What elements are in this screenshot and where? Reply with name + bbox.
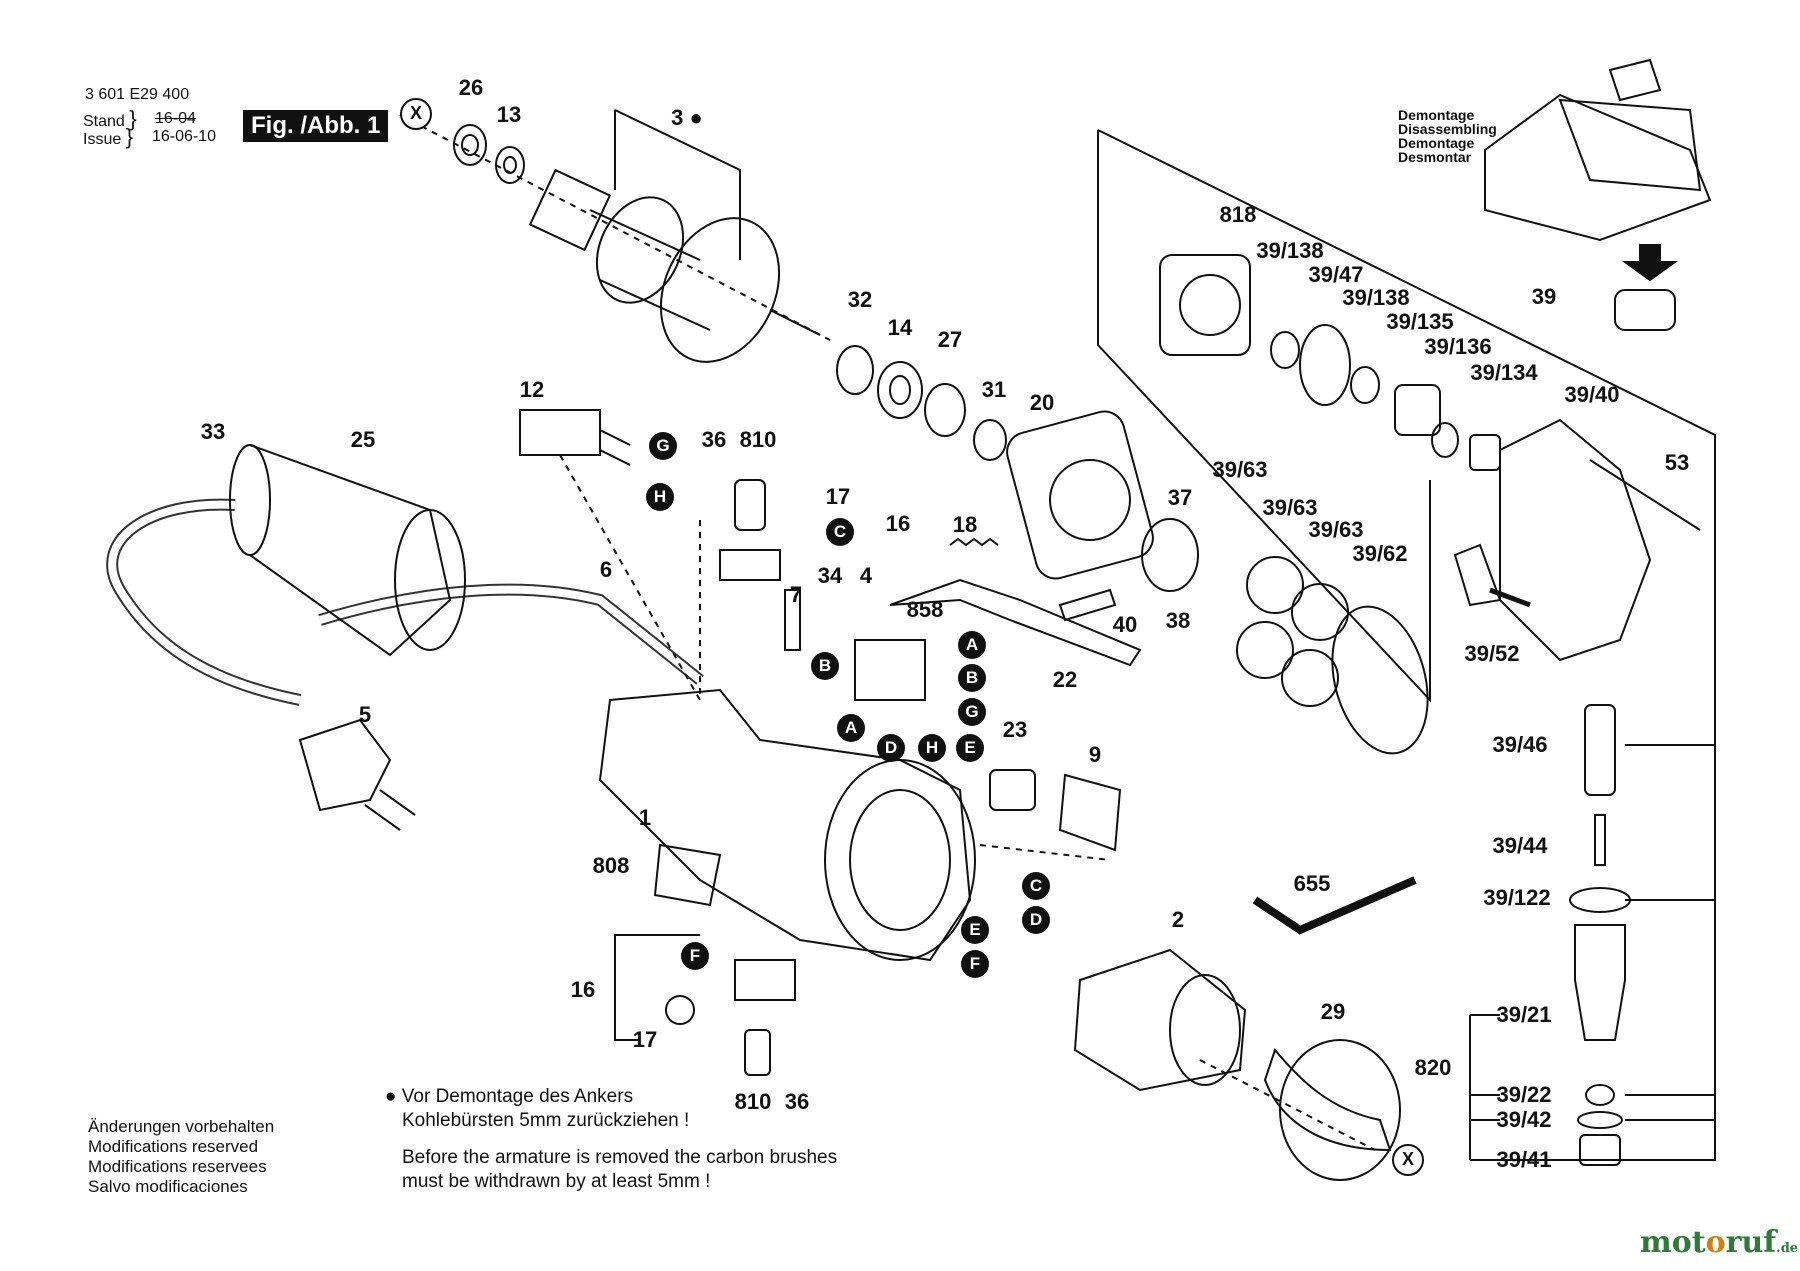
part-label: 31 [981, 377, 1007, 402]
connector-marker: F [681, 942, 709, 970]
part-label: 38 [1165, 608, 1191, 633]
part-label: 810 [739, 427, 777, 452]
connector-marker: H [646, 483, 674, 511]
connector-marker: D [1022, 906, 1050, 934]
part-label: 6 [599, 557, 613, 582]
part-label: 32 [847, 287, 873, 312]
part-label: 7 [789, 582, 803, 607]
note-english: Before the armature is removed the carbo… [402, 1147, 838, 1192]
part-number: 3 601 E29 400 [85, 86, 190, 103]
part-label: 820 [1414, 1055, 1452, 1080]
part-label: 36 [784, 1089, 810, 1114]
connector-marker: E [956, 734, 984, 762]
connector-marker: A [958, 631, 986, 659]
part-label: 39/41 [1496, 1147, 1552, 1172]
part-label: 27 [937, 327, 963, 352]
part-label: 3 ● [671, 105, 703, 130]
part-label: 16 [885, 511, 911, 536]
part-label: 39/40 [1564, 382, 1620, 407]
part-label: 39 [1531, 284, 1557, 309]
part-label: 808 [592, 853, 630, 878]
issue-label: Issue } [83, 124, 134, 149]
part-label: 858 [906, 597, 944, 622]
part-label: 29 [1320, 999, 1346, 1024]
x-marker-bottom: X [1392, 1144, 1424, 1176]
part-label: 39/52 [1464, 641, 1520, 666]
armature-shape [528, 168, 821, 363]
brand-logo: motoruf.de [1640, 1225, 1799, 1260]
x-marker-top: X [400, 98, 432, 130]
part-label: 18 [952, 512, 978, 537]
connector-marker: A [837, 714, 865, 742]
part-label: 39/21 [1496, 1002, 1552, 1027]
part-label: 4 [859, 563, 873, 588]
connector-marker: G [649, 432, 677, 460]
part-label: 810 [734, 1089, 772, 1114]
part-label: 23 [1002, 717, 1028, 742]
connector-marker: G [958, 698, 986, 726]
connector-marker: F [961, 950, 989, 978]
connector-marker: D [877, 734, 905, 762]
part-label: 39/135 [1386, 309, 1454, 334]
stand-value: 16-04 [155, 110, 196, 127]
part-label: 39/138 [1256, 238, 1324, 263]
part-label: 17 [632, 1027, 658, 1052]
part-label: 13 [496, 102, 522, 127]
connector-marker: B [958, 664, 986, 692]
figure-badge: Fig. /Abb. 1 [243, 110, 389, 142]
part-label: 39/47 [1308, 262, 1364, 287]
part-label: 40 [1112, 612, 1138, 637]
connector-marker: B [811, 652, 839, 680]
part-label: 33 [200, 419, 226, 444]
part-label: 39/63 [1308, 517, 1364, 542]
part-label: 34 [817, 563, 843, 588]
part-label: 25 [350, 427, 376, 452]
part-label: 39/62 [1352, 541, 1408, 566]
part-label: 39/63 [1212, 457, 1268, 482]
part-label: 14 [887, 315, 913, 340]
connector-marker: C [1022, 872, 1050, 900]
part-label: 39/134 [1470, 360, 1538, 385]
connector-marker: H [918, 734, 946, 762]
part-label: 39/63 [1262, 495, 1318, 520]
issue-value: 16-06-10 [152, 128, 217, 145]
part-label: 39/136 [1424, 334, 1492, 359]
part-label: 39/22 [1496, 1082, 1552, 1107]
connector-marker: C [826, 518, 854, 546]
part-label: 818 [1219, 202, 1257, 227]
part-label: 9 [1088, 742, 1102, 767]
part-label: 39/46 [1492, 732, 1548, 757]
part-label: 17 [825, 484, 851, 509]
part-label: 22 [1052, 667, 1078, 692]
part-label: 39/122 [1483, 885, 1551, 910]
note-german: ● Vor Demontage des Ankers Kohlebürsten … [385, 1086, 690, 1131]
part-label: 39/138 [1342, 285, 1410, 310]
part-label: 37 [1167, 485, 1193, 510]
part-label: 39/44 [1492, 833, 1548, 858]
part-label: 1 [638, 805, 652, 830]
part-label: 2 [1171, 907, 1185, 932]
part-label: 5 [358, 702, 372, 727]
part-label: 16 [570, 977, 596, 1002]
connector-marker: E [961, 916, 989, 944]
part-label: 12 [519, 377, 545, 402]
part-label: 36 [701, 427, 727, 452]
part-label: 53 [1664, 450, 1690, 475]
part-label: 26 [458, 75, 484, 100]
part-label: 39/42 [1496, 1107, 1552, 1132]
part-label: 655 [1293, 871, 1331, 896]
stand-label: Stand } [83, 106, 137, 131]
part-label: 20 [1029, 390, 1055, 415]
